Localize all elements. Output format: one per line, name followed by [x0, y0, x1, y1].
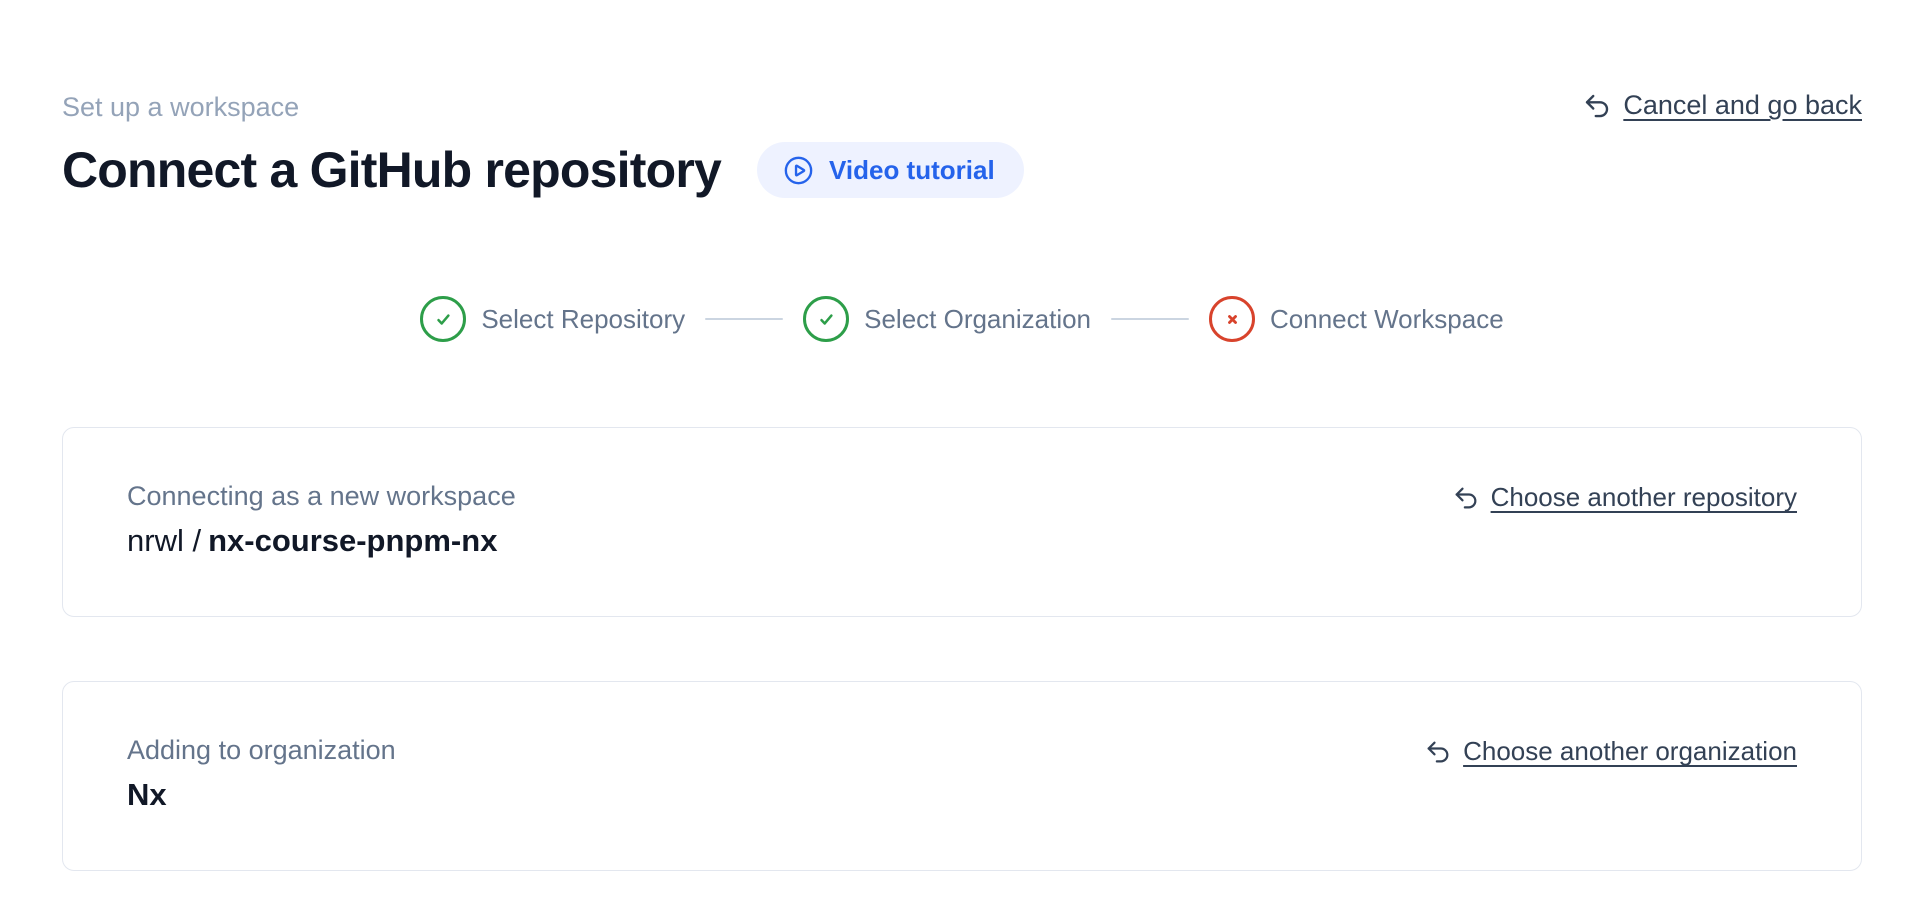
step-select-organization[interactable]: Select Organization: [803, 296, 1091, 342]
repository-owner: nrwl /: [127, 523, 202, 558]
repository-name: nrwl /nx-course-pnpm-nx: [127, 522, 516, 560]
undo-icon: [1452, 484, 1480, 512]
undo-icon: [1424, 738, 1452, 766]
choose-another-repository-label: Choose another repository: [1490, 482, 1797, 512]
top-bar: Set up a workspace Cancel and go back: [62, 90, 1862, 124]
organization-card: Adding to organization Nx Choose another…: [62, 681, 1862, 871]
organization-card-info: Adding to organization Nx: [127, 734, 396, 814]
repository-card: Connecting as a new workspace nrwl /nx-c…: [62, 427, 1862, 617]
step-select-repository[interactable]: Select Repository: [420, 296, 685, 342]
undo-icon: [1582, 91, 1612, 121]
title-row: Connect a GitHub repository Video tutori…: [62, 140, 1862, 200]
video-tutorial-button[interactable]: Video tutorial: [757, 142, 1024, 198]
step-connect-workspace[interactable]: Connect Workspace: [1209, 296, 1504, 342]
choose-another-organization-label: Choose another organization: [1463, 736, 1797, 766]
step-label: Select Repository: [481, 303, 686, 334]
repository-card-info: Connecting as a new workspace nrwl /nx-c…: [127, 480, 516, 560]
organization-card-label: Adding to organization: [127, 735, 396, 765]
repository-card-label: Connecting as a new workspace: [127, 481, 516, 511]
page-title: Connect a GitHub repository: [62, 142, 722, 198]
stepper-connector: [1111, 317, 1190, 321]
check-circle-icon: [420, 296, 467, 342]
step-label: Select Organization: [864, 303, 1092, 334]
choose-another-organization-link[interactable]: Choose another organization: [1424, 736, 1797, 767]
choose-another-repository-link[interactable]: Choose another repository: [1452, 482, 1797, 513]
step-label: Connect Workspace: [1270, 303, 1504, 334]
check-circle-icon: [803, 296, 850, 342]
organization-name: Nx: [127, 777, 167, 812]
page-eyebrow: Set up a workspace: [62, 92, 300, 122]
repository-repo-name: nx-course-pnpm-nx: [208, 523, 498, 558]
stepper: Select Repository Select Organization Co…: [62, 296, 1862, 342]
cancel-link-label: Cancel and go back: [1623, 90, 1862, 120]
cancel-and-go-back-link[interactable]: Cancel and go back: [1582, 90, 1862, 121]
video-tutorial-label: Video tutorial: [829, 154, 995, 185]
x-circle-icon: [1209, 296, 1256, 342]
play-circle-icon: [782, 154, 815, 187]
stepper-connector: [705, 317, 784, 321]
